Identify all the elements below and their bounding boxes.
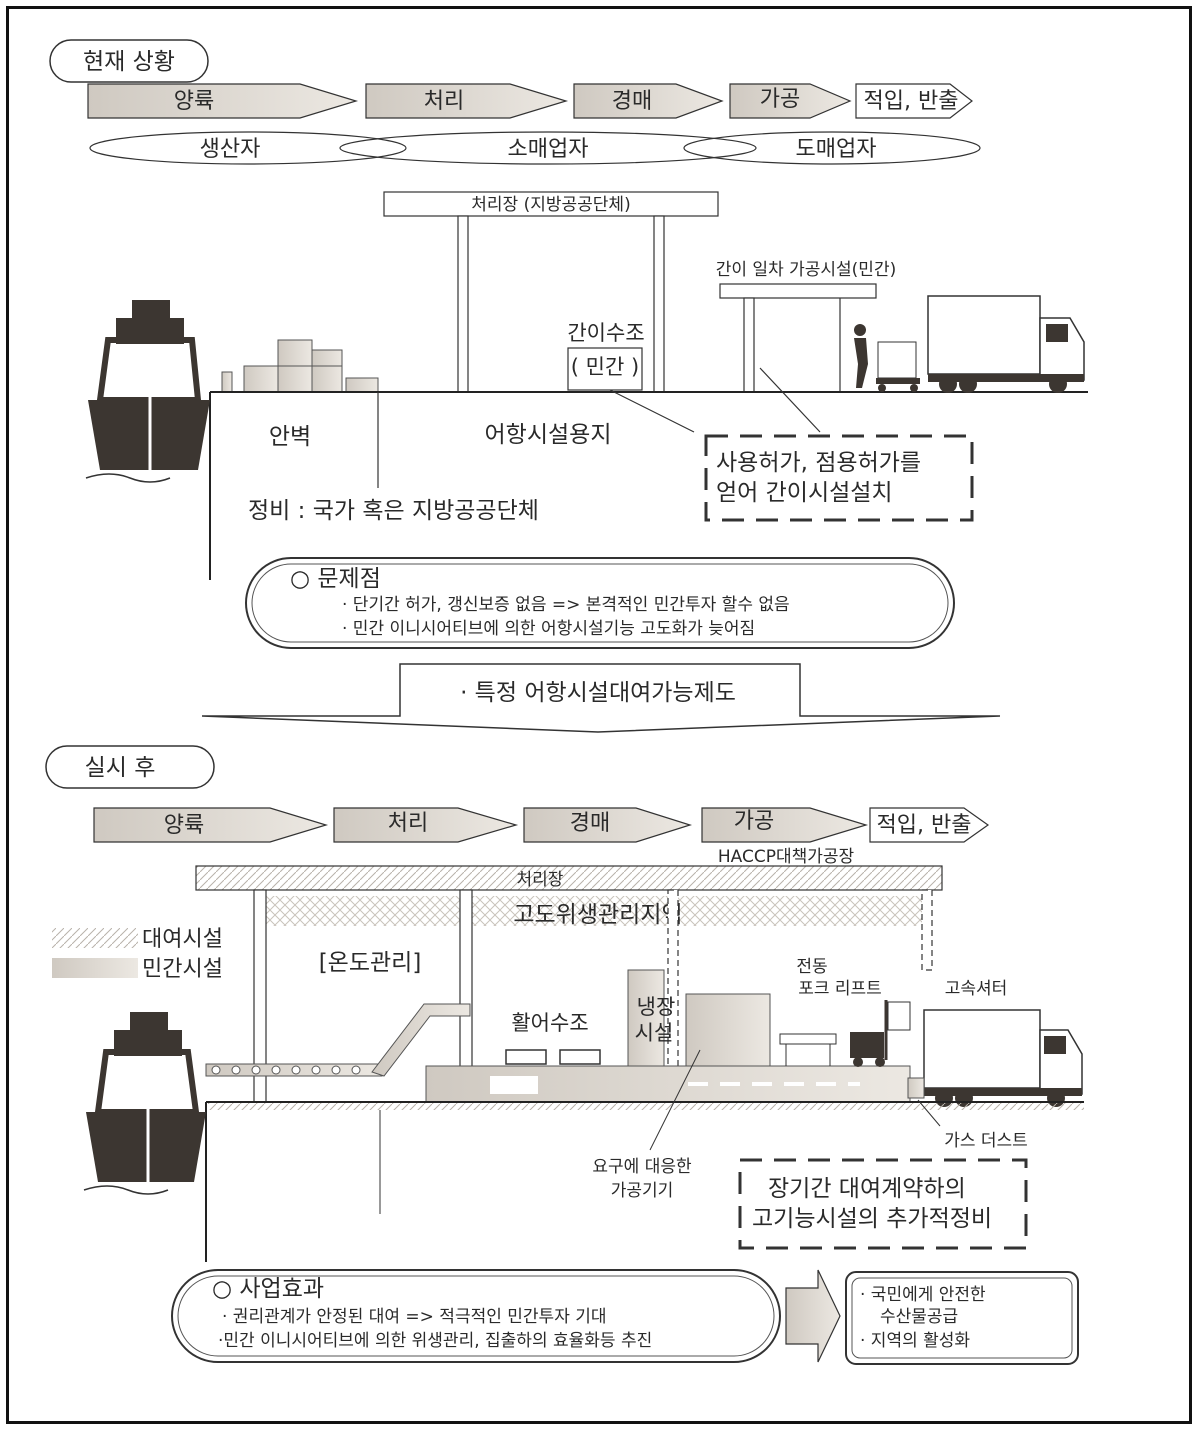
after-flow: [93, 807, 990, 843]
transition-label: · 특정 어항시설대여가능제도: [460, 680, 736, 706]
legend-private-swatch: [52, 958, 138, 978]
after-flow-step-4: [701, 807, 869, 843]
simple-processing-pillar: [743, 297, 755, 393]
cold-storage-label-2: 시설: [635, 1021, 674, 1045]
after-flow-label-4: 가공: [734, 809, 774, 834]
problem-item-1: · 단기간 허가, 갱신보증 없음 => 본격적인 민간투자 할수 없음: [342, 595, 790, 615]
after-flow-step-1: [93, 807, 329, 843]
result-item-2: · 지역의 활성화: [860, 1331, 970, 1351]
current-flow-step-4: [729, 83, 852, 119]
shutter-label: 고속셔터: [945, 979, 1008, 999]
cold-storage: [627, 969, 665, 1067]
effect-item-2: ·민간 이니시어티브에 의한 위생관리, 집출하의 효율화등 추진: [218, 1331, 652, 1351]
truck-current: [927, 295, 1085, 393]
haccp-label: HACCP대책가공장: [718, 847, 855, 867]
processing-machine: [685, 993, 771, 1067]
worker-with-cart: [854, 324, 920, 392]
after-pillars: [253, 889, 933, 1103]
after-flow-label-1: 양륙: [164, 813, 204, 838]
equipment-label-1: 요구에 대응한: [592, 1157, 692, 1177]
current-flow-step-1: [87, 83, 359, 119]
simple-processing-label: 간이 일차 가공시설(민간): [716, 260, 896, 280]
simple-tank-label: 간이수조: [567, 321, 644, 345]
transition-arrow: [201, 663, 1001, 733]
legend-lease-swatch: [52, 928, 138, 948]
quay-label: 안벽: [269, 424, 311, 450]
after-badge: 실시 후: [45, 745, 215, 789]
current-roles: [89, 131, 981, 165]
simple-tank-owner: ( 민간 ): [571, 355, 639, 379]
current-flow-label-5: 적입, 반출: [864, 89, 959, 114]
permit-note-line-2: 얻어 간이시설설치: [716, 480, 893, 506]
results-box: [845, 1271, 1079, 1365]
role-label-retailer: 소매업자: [508, 137, 589, 162]
lease-note-line-1: 장기간 대여계약하의: [768, 1176, 966, 1202]
current-flow-label-4: 가공: [760, 87, 800, 112]
after-processing-hall-label: 처리장: [517, 870, 564, 890]
current-badge: 현재 상황: [49, 39, 209, 83]
forklift-label-2: 포크 리프트: [798, 979, 882, 999]
after-flow-step-5: [869, 807, 990, 843]
effect-item-1: · 권리관계가 안정된 대여 => 적극적인 민간투자 기대: [222, 1307, 607, 1327]
processing-hall-label: 처리장 (지방공공단체): [471, 195, 630, 215]
temperature-control-label: [온도관리]: [319, 950, 422, 976]
result-item-1-cont: 수산물공급: [880, 1307, 958, 1327]
forklift-label-1: 전동: [796, 957, 827, 977]
cargo-boxes: [221, 339, 379, 393]
after-flow-label-2: 처리: [388, 811, 428, 836]
legend-lease-label: 대여시설: [142, 927, 223, 952]
legend-private-label: 민간시설: [142, 957, 223, 982]
after-badge-label: 실시 후: [85, 755, 156, 781]
work-table: [779, 1033, 837, 1045]
role-label-wholesaler: 도매업자: [796, 137, 877, 162]
maintenance-label: 정비 : 국가 혹은 지방공공단체: [248, 498, 539, 524]
current-flow-label-3: 경매: [612, 89, 652, 114]
effects-title: ○ 사업효과: [212, 1276, 324, 1302]
current-flow-step-5: [855, 83, 973, 119]
effects-box: [171, 1269, 781, 1363]
after-processing-hall-roof: [195, 865, 943, 891]
role-ellipse-wholesaler: [683, 131, 981, 165]
permit-note-box: [704, 434, 974, 522]
lease-note-line-2: 고기능시설의 추가적정비: [752, 1206, 992, 1232]
problems-box: [245, 557, 955, 649]
permit-note-line-1: 사용허가, 점용허가를: [716, 450, 921, 476]
truck-after: [923, 1009, 1083, 1107]
diagram-frame: [6, 6, 1192, 1424]
ship-after-icon: [83, 1012, 206, 1195]
current-badge-label: 현재 상황: [83, 49, 175, 75]
after-flow-step-2: [333, 807, 519, 843]
problems-title: ○ 문제점: [290, 566, 381, 592]
current-flow-step-2: [365, 83, 569, 119]
role-ellipse-retailer: [339, 131, 757, 165]
simple-tank-box: [567, 347, 643, 391]
current-flow-label-1: 양륙: [174, 89, 214, 114]
live-tanks: [505, 1049, 601, 1065]
hygiene-zone-band: [262, 896, 922, 926]
conveyor: [205, 1003, 471, 1077]
after-flow-label-3: 경매: [570, 811, 610, 836]
current-flow: [87, 83, 973, 119]
gas-dust-label: 가스 더스트: [944, 1131, 1028, 1151]
problem-item-2: · 민간 이니시어티브에 의한 어항시설기능 고도화가 늦어짐: [342, 619, 755, 639]
after-flow-label-5: 적입, 반출: [877, 813, 972, 838]
role-label-producer: 생산자: [200, 137, 261, 162]
lease-note-box: [738, 1158, 1028, 1250]
role-ellipse-producer: [89, 131, 407, 165]
simple-processing-roof: [719, 283, 877, 299]
current-flow-label-2: 처리: [424, 89, 464, 114]
current-flow-step-3: [573, 83, 724, 119]
ship-current-icon: [85, 300, 210, 483]
cold-storage-label-1: 냉장: [637, 995, 676, 1019]
hygiene-zone-label: 고도위생관리지역: [513, 902, 682, 928]
forklift-icon: [850, 1000, 911, 1067]
live-tank-label: 활어수조: [511, 1011, 588, 1035]
processing-hall-sign: [383, 191, 719, 217]
equipment-label-2: 가공기기: [611, 1181, 674, 1201]
after-flow-step-3: [523, 807, 692, 843]
effects-arrow: [785, 1269, 841, 1363]
port-land-label: 어항시설용지: [485, 422, 612, 448]
result-item-1: · 국민에게 안전한: [860, 1285, 986, 1305]
